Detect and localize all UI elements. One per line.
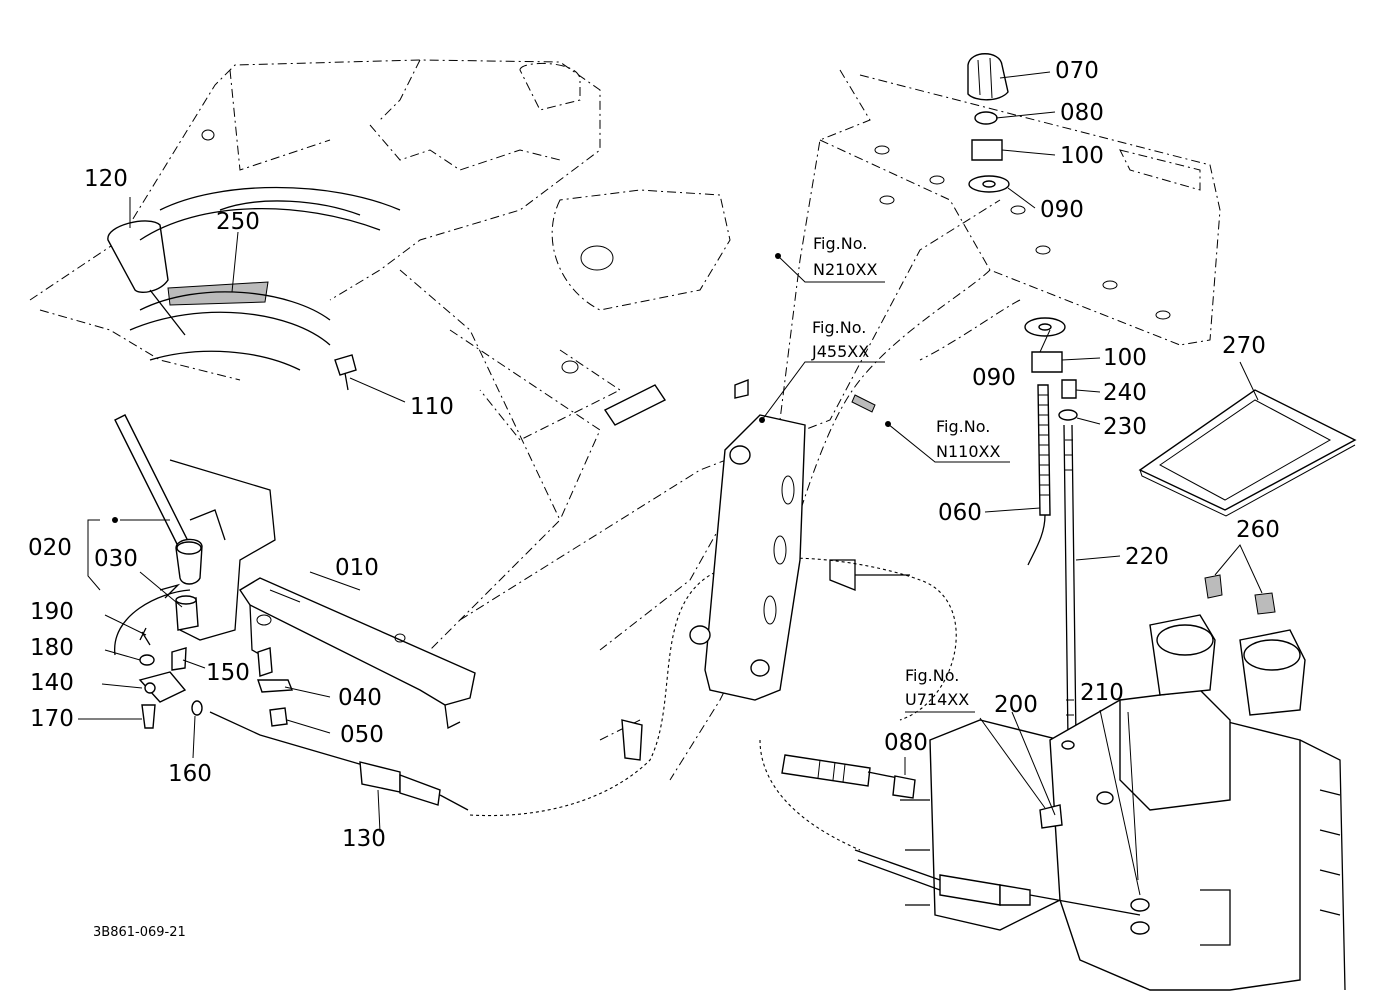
callout-080: 080 [884,730,928,756]
bolt-110 [334,354,357,376]
callout-labels: 070 080 100 090 090 100 240 230 270 060 … [28,58,1280,852]
callout-180: 180 [30,635,74,661]
callout-230: 230 [1103,414,1147,440]
bracket-010 [239,577,476,706]
callout-100: 100 [1103,345,1147,371]
fig-ref-label: Fig.No. [813,234,867,253]
callout-100: 100 [1060,143,1104,169]
callout-130: 130 [342,826,386,852]
lever-rod [114,414,191,551]
callout-200: 200 [994,692,1038,718]
clevis-140 [138,671,187,703]
washer-080a [974,111,998,125]
callout-260: 260 [1236,517,1280,543]
leader-lines [78,71,1263,896]
callout-090: 090 [1040,197,1084,223]
rod-060 [1037,384,1051,516]
fig-ref-label: Fig.No. [812,318,866,337]
fig-ref-number: N210XX [813,260,877,279]
spring-160 [191,700,203,716]
pin-190 [139,627,151,646]
shift-lever-assembly [107,186,957,817]
callout-060: 060 [938,500,982,526]
nut-100b [1031,351,1063,373]
control-valve-block [900,574,1346,991]
rod-220 [1063,424,1077,741]
lever-knob [107,220,169,293]
leader-dots [112,253,891,523]
callout-270: 270 [1222,333,1266,359]
figure-references: Fig.No. N210XX Fig.No. J455XX Fig.No. N1… [811,234,1000,709]
callout-080: 080 [1060,100,1104,126]
callout-170: 170 [30,706,74,732]
callout-110: 110 [410,394,454,420]
nut-100a [971,139,1003,161]
chassis-outline [29,59,1221,781]
callout-150: 150 [206,660,250,686]
collar-040 [257,647,273,677]
washer-230 [1058,409,1078,421]
center-bracket [603,378,910,761]
nut-080b [892,775,916,799]
fig-ref-number: J455XX [811,342,869,361]
bolt-050 [269,707,288,727]
hydraulic-lever-stack [967,53,1078,741]
callout-190: 190 [30,599,74,625]
fig-ref-label: Fig.No. [905,666,959,685]
drawing-code: 3B861-069-21 [93,925,186,940]
fig-ref-label: Fig.No. [936,417,990,436]
fig-ref-number: U714XX [905,690,969,709]
nut-240 [1061,379,1077,399]
lower-cables [759,739,1150,935]
callout-250: 250 [216,209,260,235]
callout-120: 120 [84,166,128,192]
manual-270 [1138,389,1357,517]
callout-140: 140 [30,670,74,696]
pin-170 [141,704,156,729]
callout-050: 050 [340,722,384,748]
callout-220: 220 [1125,544,1169,570]
plate-holes [201,129,1171,374]
callout-090: 090 [972,365,1016,391]
callout-240: 240 [1103,380,1147,406]
callout-020: 020 [28,535,72,561]
washer-180 [139,654,155,666]
callout-030: 030 [94,546,138,572]
knob-070 [967,53,1009,101]
callout-160: 160 [168,761,212,787]
callout-070: 070 [1055,58,1099,84]
callout-210: 210 [1080,680,1124,706]
callout-010: 010 [335,555,379,581]
callout-040: 040 [338,685,382,711]
cable-130 [209,711,381,771]
fig-ref-number: N110XX [936,442,1000,461]
